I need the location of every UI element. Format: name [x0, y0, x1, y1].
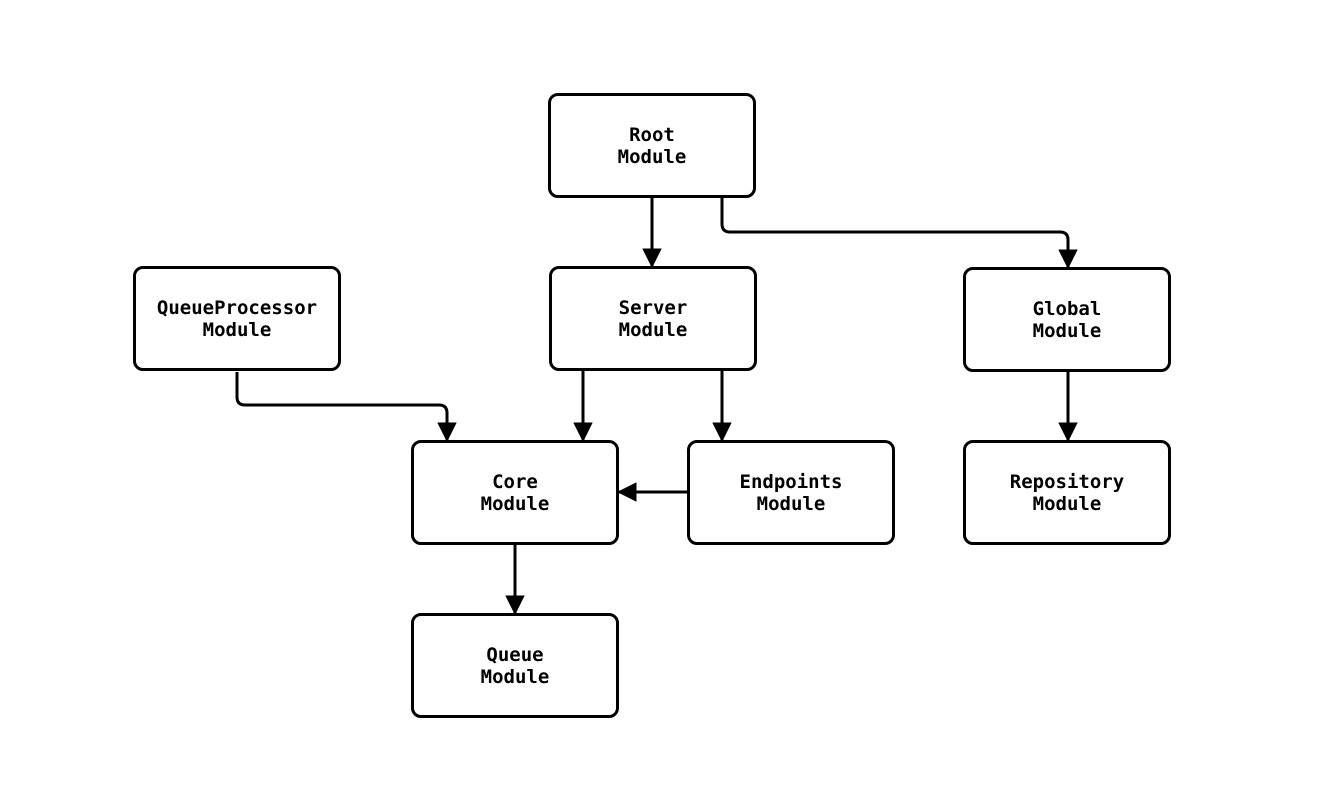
node-repository-module[interactable]: Repository Module [963, 440, 1171, 545]
node-global-module[interactable]: Global Module [963, 267, 1171, 372]
node-endpoints-module-label: Endpoints Module [739, 470, 843, 515]
node-queue-module-label: Queue Module [480, 643, 550, 688]
node-repository-module-label: Repository Module [1009, 470, 1125, 515]
node-server-module[interactable]: Server Module [549, 266, 757, 371]
node-queueprocessor-module-label: QueueProcessor Module [156, 296, 318, 341]
node-root-module[interactable]: Root Module [548, 93, 756, 198]
node-root-module-label: Root Module [617, 123, 687, 168]
node-endpoints-module[interactable]: Endpoints Module [687, 440, 895, 545]
node-core-module[interactable]: Core Module [411, 440, 619, 545]
node-core-module-label: Core Module [480, 470, 550, 515]
edge-queueprocessor-to-core [235, 372, 457, 442]
node-queueprocessor-module[interactable]: QueueProcessor Module [133, 266, 341, 371]
node-queue-module[interactable]: Queue Module [411, 613, 619, 718]
node-global-module-label: Global Module [1032, 297, 1102, 342]
node-server-module-label: Server Module [618, 296, 688, 341]
edge-root-to-global [720, 198, 1078, 269]
